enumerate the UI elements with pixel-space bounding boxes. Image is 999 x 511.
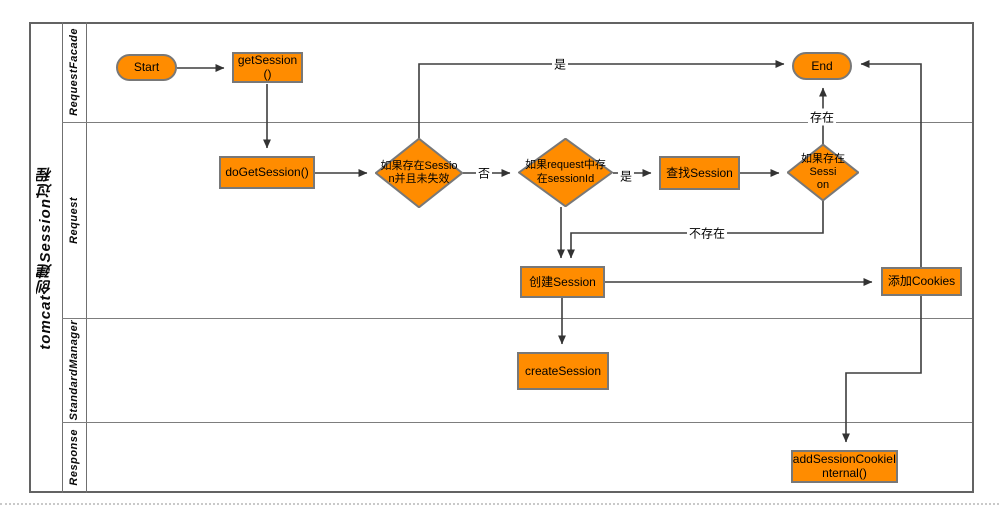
node-end[interactable]: End [792,52,852,80]
decision-session-exists-valid[interactable]: 如果存在Sessio n并且未失效 [375,138,463,208]
diamond-shape [787,144,859,201]
diamond-shape [518,138,613,207]
lane-separator-3 [62,422,972,423]
edge-label-no: 否 [475,164,493,182]
decision-request-has-session-id[interactable]: 如果request中存 在sessionId [518,138,613,207]
node-start[interactable]: Start [116,54,177,81]
node-label: addSessionCookieI nternal() [792,451,897,480]
node-find-session[interactable]: 查找Session [659,156,740,190]
edge-addcookies-to-end [860,60,922,267]
edge-addcookies-to-addsessioncookie [842,296,922,443]
node-label: 添加Cookies [887,274,956,289]
node-label: 创建Session [529,274,596,289]
swimlane-pool-border [29,22,974,493]
node-add-cookies[interactable]: 添加Cookies [881,267,962,296]
node-do-get-session[interactable]: doGetSession() [219,156,315,189]
edge-label-not-exists: 不存在 [686,224,728,242]
lane-label-divider [86,22,87,493]
node-label: getSession () [237,53,298,81]
node-label: Start [133,60,160,75]
edge-label-yes-mid: 是 [617,167,635,185]
node-create-session-impl[interactable]: createSession [517,352,609,390]
node-add-session-cookie-internal[interactable]: addSessionCookieI nternal() [791,450,898,483]
edge-label-exists: 存在 [807,108,837,126]
node-label: 如果存在Sessio n并且未失效 [380,159,458,185]
decision-session-exists[interactable]: 如果存在Sessi on [787,144,859,201]
page-edge-line [0,503,999,505]
node-get-session[interactable]: getSession () [232,52,303,83]
node-create-session-step[interactable]: 创建Session [520,266,605,298]
lane-separator-1 [62,122,972,123]
node-label: doGetSession() [225,165,309,180]
edge-label-yes-top: 是 [551,55,569,73]
node-label: createSession [524,363,602,378]
node-label: 查找Session [666,165,733,180]
diamond-shape [375,138,463,208]
edge-check1-yes-to-end [418,60,785,138]
title-column-divider [62,22,63,493]
node-label: 如果存在Sessi on [801,152,845,192]
node-label: 如果request中存 在sessionId [525,159,606,185]
lane-separator-2 [62,318,972,319]
node-label: End [811,58,833,73]
